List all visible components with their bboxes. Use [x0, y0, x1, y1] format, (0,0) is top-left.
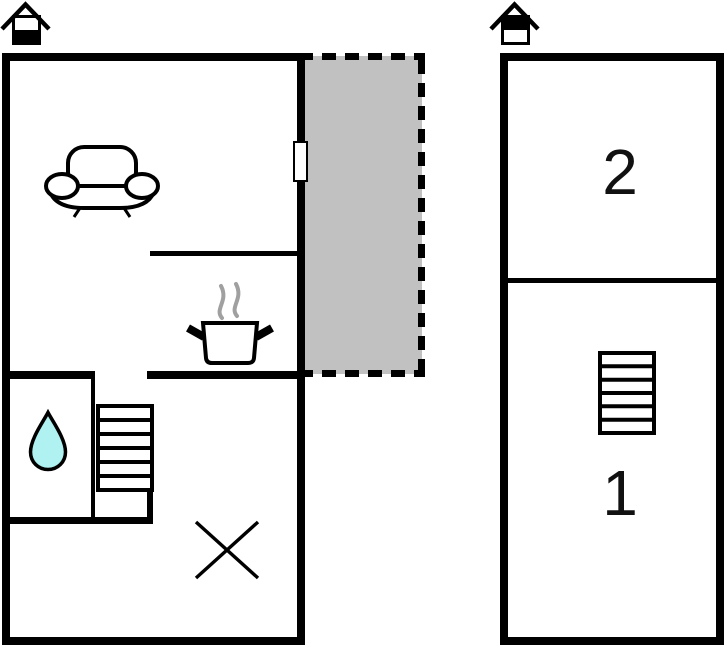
house-upper-floor-icon	[489, 1, 540, 45]
stairs-icon	[96, 404, 154, 492]
terrace-fill	[305, 56, 422, 374]
water-drop-icon	[28, 408, 68, 472]
wall-living-kitchen-partition	[150, 251, 297, 256]
wall-outer-right	[716, 53, 724, 645]
wall-kitchen-bottom	[147, 371, 305, 379]
terrace-dashed-area	[299, 53, 425, 377]
stairs-icon	[598, 351, 656, 435]
wall-outer-top	[2, 53, 305, 61]
steam-icon	[232, 282, 241, 318]
wall-bathroom-right	[91, 375, 95, 523]
house-roof	[0, 1, 51, 31]
house-roof	[489, 1, 540, 31]
cooking-pot-icon	[186, 282, 274, 365]
sofa-leg-left	[72, 207, 82, 218]
sofa-icon	[44, 145, 160, 218]
wall-bathroom-bottom	[2, 517, 152, 524]
wall-outer-bottom	[500, 637, 724, 645]
wall-outer-right	[297, 53, 305, 645]
sofa-leg-right	[122, 207, 132, 218]
cross-icon	[194, 520, 260, 580]
wall-room-divider	[505, 278, 719, 283]
water-drop-shape	[28, 408, 68, 472]
wall-outer-left	[500, 53, 508, 645]
pot-handle-left	[186, 324, 206, 341]
cross-line	[194, 520, 260, 580]
door-marker	[293, 141, 308, 182]
pot-body	[200, 321, 260, 365]
house-upper-half-fill	[502, 16, 529, 30]
wall-outer-top	[500, 53, 724, 61]
room-2-label: 2	[602, 136, 638, 208]
pot-handle-right	[254, 324, 274, 341]
house-ground-floor-icon	[0, 1, 51, 45]
room-1-label: 1	[602, 457, 638, 529]
wall-stairwell-right	[147, 486, 153, 524]
wall-outer-left	[2, 53, 10, 645]
steam-icon	[217, 284, 226, 320]
wall-bathroom-top	[2, 371, 95, 379]
house-lower-half-fill	[13, 30, 40, 44]
wall-outer-bottom	[2, 637, 305, 645]
